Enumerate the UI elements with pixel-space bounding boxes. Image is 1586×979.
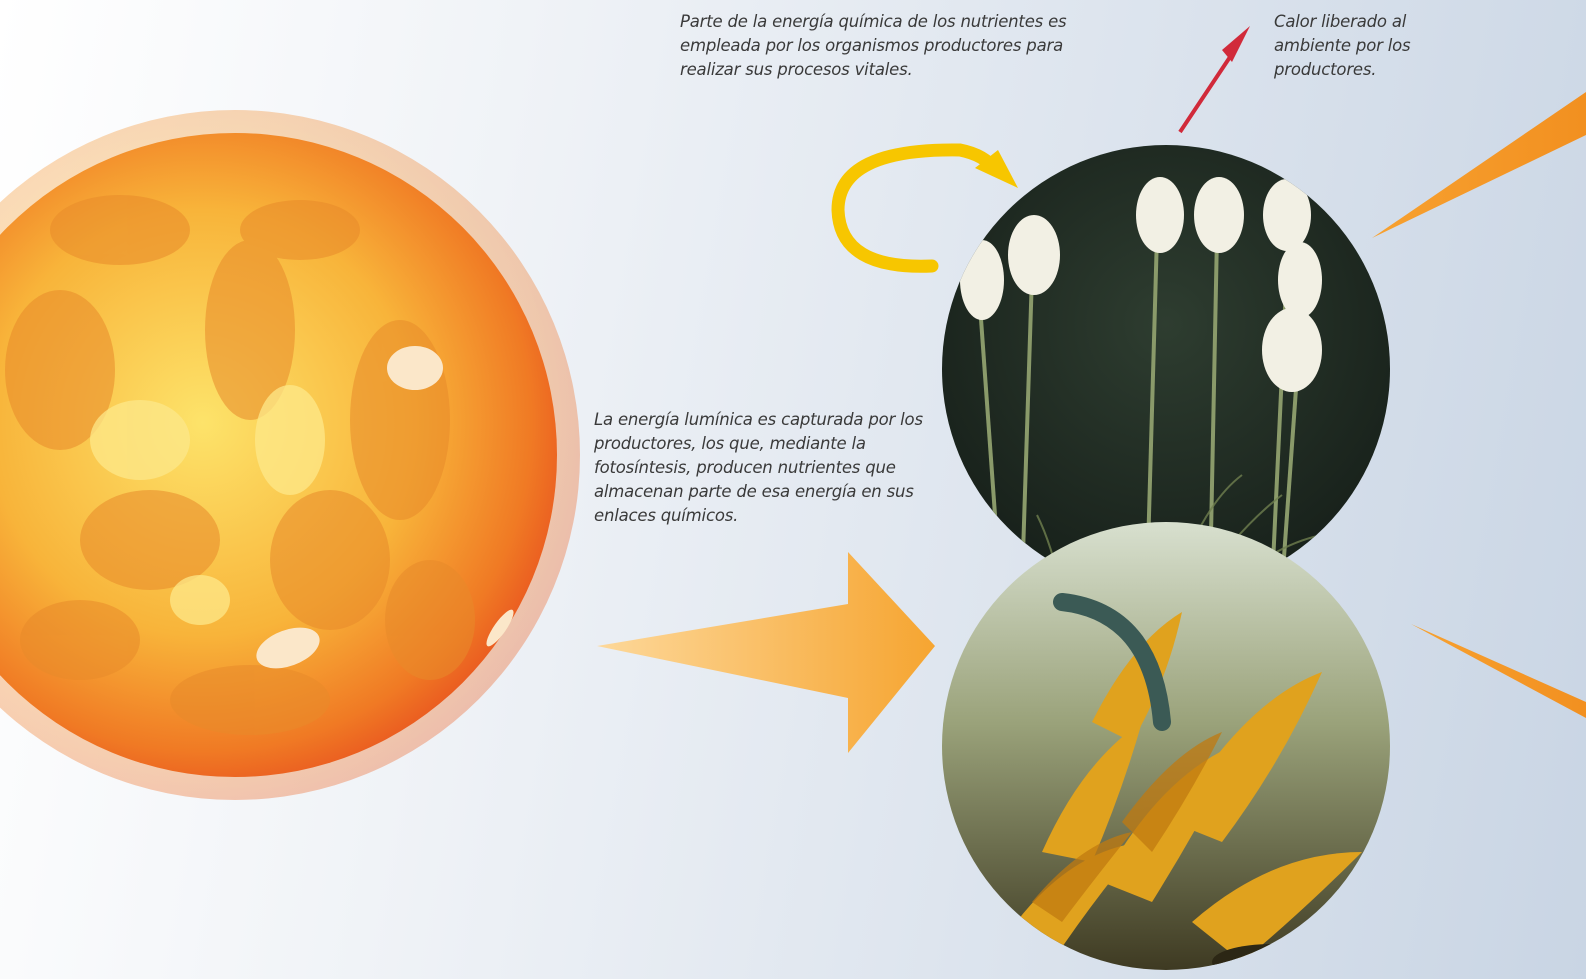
caption-light-energy: La energía lumínica es capturada por los… [594, 408, 954, 528]
light-energy-arrow [597, 552, 935, 753]
heat-arrow-head [1222, 26, 1250, 62]
curved-energy-arrow [838, 150, 995, 266]
caption-chemical-energy: Parte de la energía química de los nutri… [680, 10, 1100, 82]
energy-ray-top [1372, 92, 1586, 238]
heat-release-arrow [1180, 48, 1236, 132]
energy-ray-bottom [1411, 624, 1586, 718]
caption-heat-release: Calor liberado al ambiente por los produ… [1274, 10, 1444, 82]
